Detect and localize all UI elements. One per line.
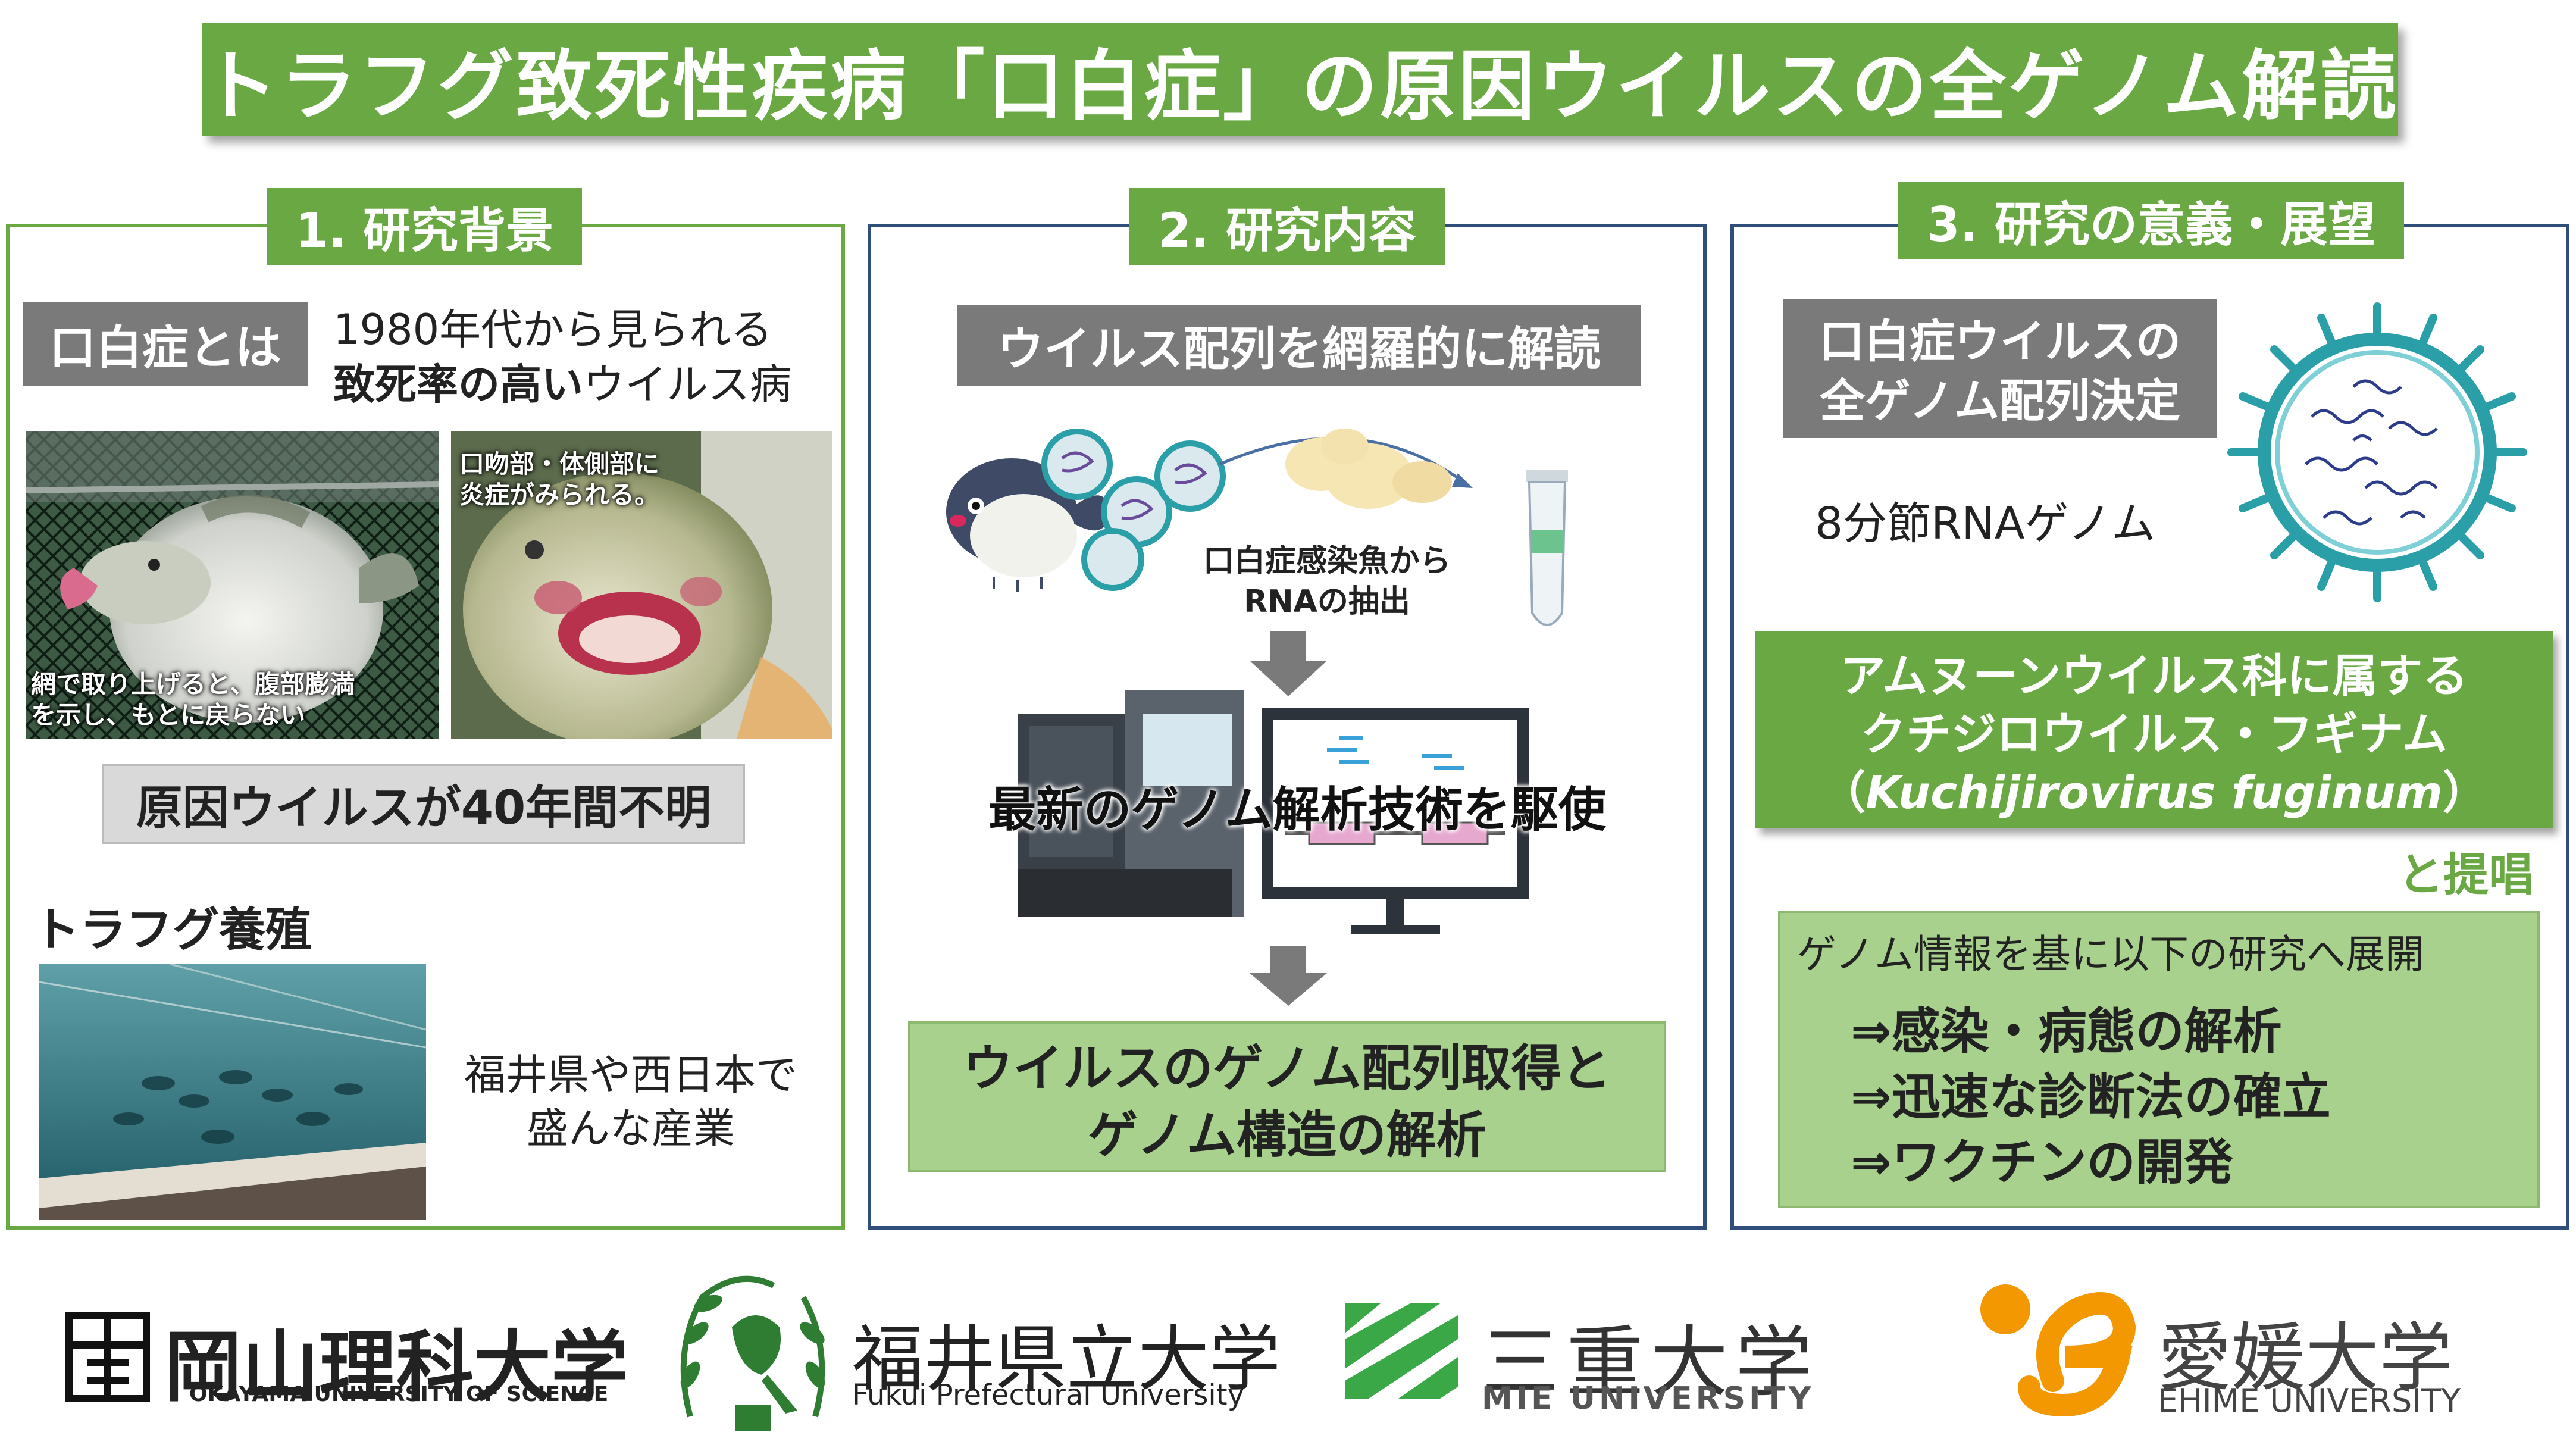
technology-label: 最新のゲノム解析技術を駆使 xyxy=(988,782,1606,837)
monitor-icon xyxy=(1262,708,1529,934)
sequencer-machine-icon xyxy=(1018,690,1244,917)
organ-icon xyxy=(1285,429,1452,509)
genome-segments-label: 8分節RNAゲノム xyxy=(1815,498,2156,549)
proposal-line1: アムヌーンウイルス科に属する xyxy=(1840,649,2468,702)
paren-close: ） xyxy=(2442,766,2488,819)
fukui-bird-emblem-icon xyxy=(680,1275,825,1431)
down-arrow-icon xyxy=(1250,631,1327,696)
ehime-name-en: EHIME UNIVERSITY xyxy=(2158,1382,2461,1419)
fukui-name-jp: 福井県立大学 xyxy=(852,1318,1281,1401)
aquaculture-image xyxy=(39,964,426,1220)
high-mortality-text: 致死率の高い xyxy=(333,360,583,409)
sample-tube-icon xyxy=(1526,470,1568,626)
disease-description-line2: 致死率の高いウイルス病 xyxy=(333,351,791,411)
future-item-diagnosis: ⇒迅速な診断法の確立 xyxy=(1851,1069,2331,1125)
rna-extraction-illustration xyxy=(946,429,1568,626)
proposal-line3: （Kuchijirovirus fuginum） xyxy=(1755,756,2553,821)
photo-pufferfish-net: 網で取り上げると、腹部膨満 を示し、もとに戻らない xyxy=(26,431,439,739)
mie-name-en: MIE UNIVERSITY xyxy=(1482,1381,1815,1416)
farming-line2: 盛んな産業 xyxy=(527,1104,735,1153)
fish-mouth-image xyxy=(451,431,832,739)
down-arrow-icon xyxy=(1250,946,1327,1006)
panel3-heading: 3. 研究の意義・展望 xyxy=(1898,182,2404,259)
what-is-label: 口白症とは xyxy=(23,302,308,386)
mie-emblem-icon xyxy=(1345,1303,1458,1399)
future-research-box xyxy=(1778,911,2540,1208)
photo-aquaculture xyxy=(39,964,426,1220)
mie-name-jp: 三重大学 xyxy=(1482,1317,1820,1408)
panel2-heading: 2. 研究内容 xyxy=(1129,188,1445,265)
result-box xyxy=(908,1021,1666,1172)
sequencer-illustration xyxy=(1018,690,1529,934)
farming-line1: 福井県や西日本で xyxy=(464,1050,797,1099)
future-item-vaccine: ⇒ワクチンの開発 xyxy=(1851,1134,2233,1191)
pufferfish-net-image xyxy=(26,431,439,739)
result-line2: ゲノム構造の解析 xyxy=(1088,1106,1486,1164)
panel1-heading: 1. 研究背景 xyxy=(267,188,582,265)
viral-disease-text: ウイルス病 xyxy=(583,360,791,409)
infected-fish-icon xyxy=(946,458,1110,592)
unknown-cause-label: 原因ウイルスが40年間不明 xyxy=(102,764,745,844)
future-item-pathology: ⇒感染・病態の解析 xyxy=(1851,1003,2282,1060)
fukui-name-en: Fukui Prefectural University xyxy=(852,1378,1244,1412)
rna-extraction-line2: RNAの抽出 xyxy=(1244,584,1410,620)
okayama-name-jp: 岡山理科大学 xyxy=(164,1322,629,1412)
page-title: トラフグ致死性疾病「口白症」の原因ウイルスの全ゲノム解読 xyxy=(202,23,2398,136)
genome-determined-line1: 口白症ウイルスの xyxy=(1819,315,2181,368)
photo2-caption-line2: 炎症がみられる。 xyxy=(459,480,660,509)
farming-heading: トラフグ養殖 xyxy=(33,903,312,957)
rna-extraction-line1: 口白症感染魚から xyxy=(1203,543,1451,579)
paren-open: （ xyxy=(1820,766,1866,819)
ehime-emblem-icon xyxy=(1980,1284,2136,1416)
disease-description-line1: 1980年代から見られる xyxy=(333,305,773,354)
photo-mouth-inflammation: 口吻部・体側部に 炎症がみられる。 xyxy=(451,431,832,739)
virus-structure-icon xyxy=(2227,302,2527,602)
proposal-line2: クチジロウイルス・フギナム xyxy=(1861,708,2447,761)
species-name: Kuchijirovirus fuginum xyxy=(1866,766,2443,819)
future-intro: ゲノム情報を基に以下の研究へ展開 xyxy=(1797,931,2425,977)
virus-particles-icon xyxy=(1041,429,1226,591)
result-line1: ウイルスのゲノム配列取得と xyxy=(963,1039,1611,1097)
ehime-name-jp: 愛媛大学 xyxy=(2158,1315,2453,1401)
genome-determined-box xyxy=(1783,299,2217,438)
photo1-caption-line2: を示し、もとに戻らない xyxy=(31,701,306,730)
photo2-caption-line1: 口吻部・体側部に xyxy=(459,449,660,479)
proposal-suffix: と提唱 xyxy=(2398,848,2534,901)
okayama-name-en: OKAYAMA UNIVERSITY OF SCIENCE xyxy=(189,1382,609,1406)
sequencing-subheading: ウイルス配列を網羅的に解読 xyxy=(957,305,1641,386)
photo1-caption-line1: 網で取り上げると、腹部膨満 xyxy=(31,670,355,699)
genome-determined-line2: 全ゲノム配列決定 xyxy=(1820,374,2180,427)
proposal-box xyxy=(1755,631,2553,828)
okayama-emblem-icon xyxy=(65,1312,150,1402)
